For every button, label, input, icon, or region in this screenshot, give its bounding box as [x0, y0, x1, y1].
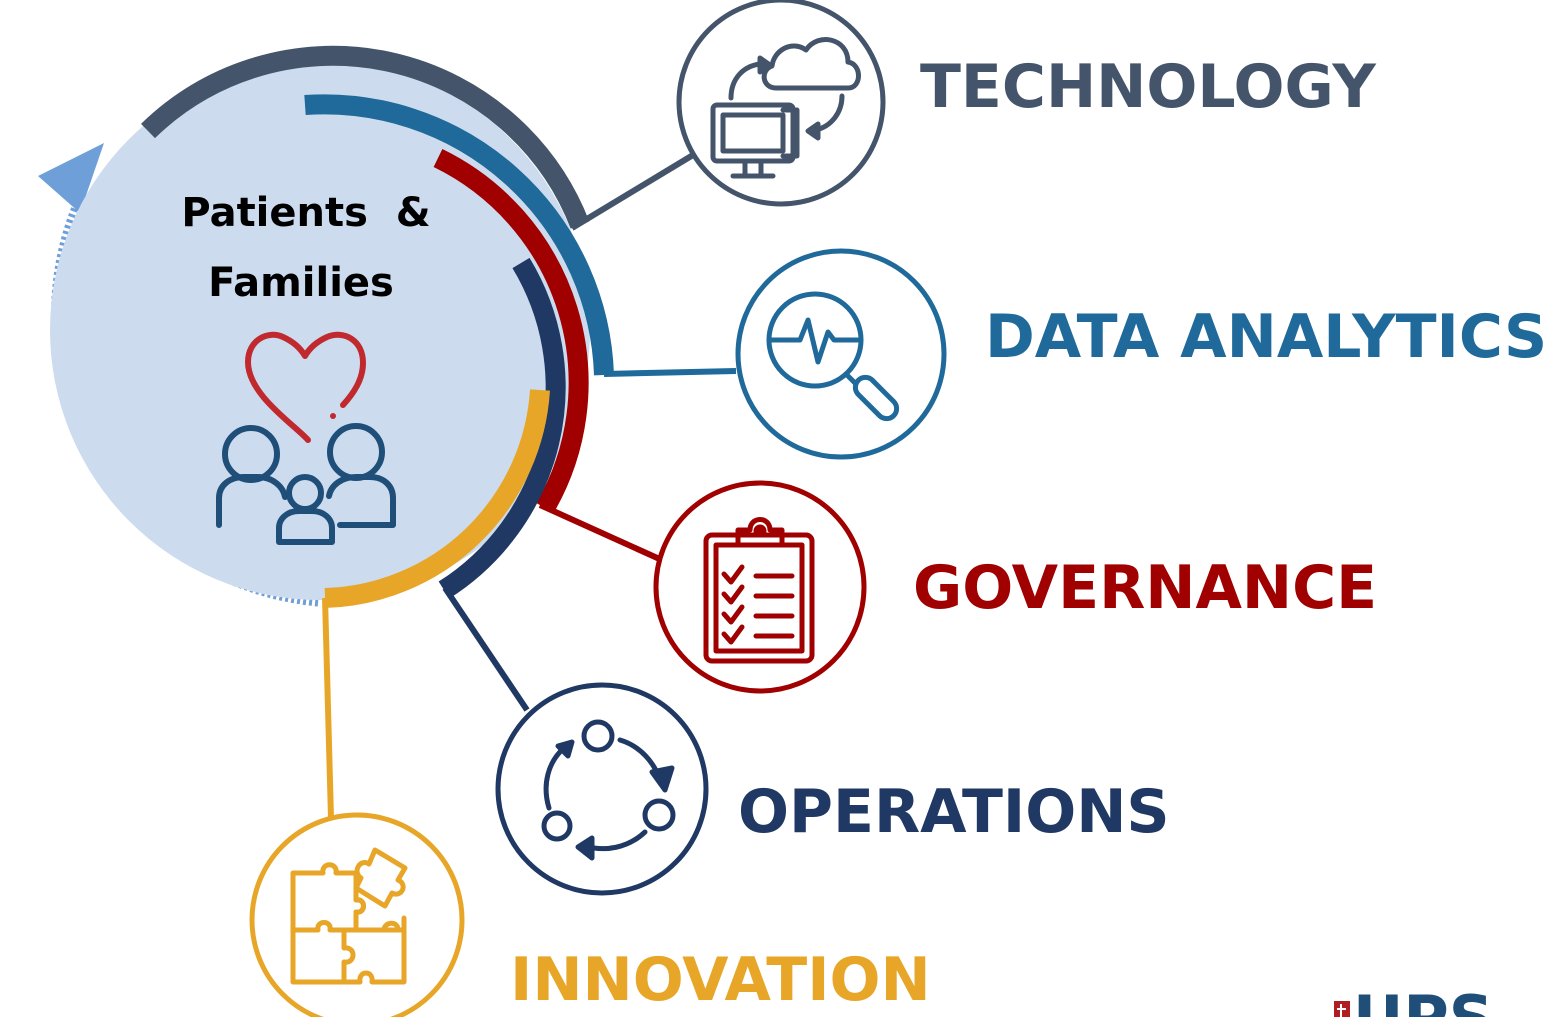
arc-operations — [438, 257, 566, 599]
pillar-governance[interactable]: GOVERNANCE — [653, 480, 1377, 694]
logo-text: UPS — [1353, 982, 1493, 1017]
connector-governance — [538, 502, 666, 564]
heart-family-icon — [216, 331, 396, 545]
operations-icon-circle — [495, 682, 709, 896]
cycle-process-icon — [541, 719, 676, 861]
arc-innovation — [324, 389, 550, 608]
pillar-technology[interactable]: TECHNOLOGY — [676, 0, 1377, 207]
cloud-sync-computer-icon — [710, 37, 861, 179]
pillar-operations[interactable]: OPERATIONS — [495, 682, 1170, 896]
arc-governance — [433, 149, 589, 514]
connector-data-analytics — [603, 368, 737, 377]
connector-operations — [442, 586, 530, 712]
data-analytics-label: DATA ANALYTICS — [985, 302, 1547, 372]
pillar-data-analytics[interactable]: DATA ANALYTICS — [735, 248, 1547, 460]
hub-circle — [50, 60, 590, 600]
heart-icon — [245, 331, 366, 443]
hub-title-line2: Families — [208, 260, 394, 306]
hub-title-line1: Patients & — [181, 190, 430, 236]
puzzle-pieces-icon — [290, 847, 408, 985]
technology-icon-circle — [676, 0, 886, 207]
connector-innovation — [322, 597, 334, 819]
arc-technology — [141, 45, 590, 229]
hub-arcs — [141, 45, 614, 608]
arc-data-analytics — [304, 94, 614, 376]
innovation-label: INNOVATION — [510, 945, 931, 1015]
connectors — [322, 152, 737, 819]
organization-logo: UPS — [1334, 982, 1493, 1017]
clipboard-checklist-icon — [703, 517, 815, 664]
governance-label: GOVERNANCE — [913, 553, 1377, 623]
analytics-magnifier-icon — [766, 291, 900, 422]
technology-label: TECHNOLOGY — [920, 52, 1377, 122]
connector-technology — [570, 152, 695, 231]
operations-label: OPERATIONS — [738, 777, 1170, 847]
pillar-innovation[interactable]: INNOVATION — [249, 812, 931, 1017]
